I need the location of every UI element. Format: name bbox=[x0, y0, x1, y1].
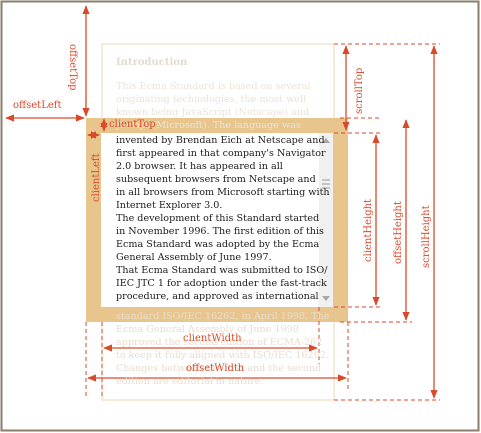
element-border bbox=[86, 118, 348, 322]
offset-height-label: offsetHeight bbox=[393, 201, 404, 264]
text-line: JScript (Microsoft). The language was bbox=[116, 120, 301, 131]
element-client-area bbox=[101, 133, 319, 307]
scrollbar-thumb-grip-icon[interactable] bbox=[322, 179, 330, 189]
scroll-top-label: scrollTop bbox=[354, 67, 365, 114]
client-left-label: clientLeft bbox=[91, 153, 102, 202]
text-line: IEC JTC 1 for adoption under the fast-tr… bbox=[116, 278, 327, 289]
text-line: in all browsers from Microsoft starting … bbox=[116, 187, 330, 198]
text-line: Changes between the first and the second bbox=[116, 363, 322, 374]
text-line: 2.0 browser. It has appeared in all bbox=[116, 161, 283, 172]
text-line: Ecma Standard was adopted by the Ecma bbox=[116, 239, 320, 250]
text-line: first appeared in that company's Navigat… bbox=[116, 148, 326, 159]
text-line: That Ecma Standard was submitted to ISO/ bbox=[116, 265, 328, 276]
text-line: approved the second edition of ECMA-262 bbox=[116, 337, 323, 348]
text-line: The development of this Standard started bbox=[116, 213, 320, 224]
offset-left-label: offsetLeft bbox=[13, 100, 62, 111]
text-line: known being JavaScript (Netscape) and bbox=[116, 107, 310, 118]
measurement-arrows bbox=[5, 5, 438, 399]
document-title: Introduction bbox=[116, 57, 188, 68]
scrollbar-track[interactable] bbox=[319, 133, 333, 307]
text-line: subsequent browsers from Netscape and bbox=[116, 174, 316, 185]
text-line: This Ecma Standard is based on several bbox=[116, 81, 311, 92]
text-line: General Assembly of June 1997. bbox=[116, 252, 272, 263]
text-line: edition are editorial in nature. bbox=[116, 376, 264, 387]
text-line: procedure, and approved as international bbox=[116, 291, 319, 302]
text-line: originating technologies, the most well bbox=[116, 94, 307, 105]
text-line: standard ISO/IEC 16262, in April 1998. T… bbox=[116, 311, 330, 322]
scroll-height-label: scrollHeight bbox=[421, 205, 432, 268]
offset-top-label: offsetTop bbox=[67, 44, 78, 91]
text-line: invented by Brendan Eich at Netscape and bbox=[116, 135, 325, 146]
text-line: in November 1996. The first edition of t… bbox=[116, 226, 324, 237]
offset-width-label: offsetWidth bbox=[186, 363, 245, 374]
scrollbar[interactable] bbox=[319, 133, 333, 307]
scrollbar-down-arrow-icon[interactable] bbox=[322, 296, 330, 301]
client-top-label: clientTop bbox=[109, 119, 156, 130]
text-line: Ecma General Assembly of June 1998 bbox=[116, 324, 299, 335]
client-height-label: clientHeight bbox=[363, 198, 374, 262]
scrollbar-up-arrow-icon[interactable] bbox=[322, 138, 330, 143]
text-line: Internet Explorer 3.0. bbox=[116, 200, 223, 211]
client-width-label: clientWidth bbox=[183, 333, 242, 344]
text-line: to keep it fully aligned with ISO/IEC 16… bbox=[116, 350, 329, 361]
reference-lines bbox=[85, 43, 440, 401]
